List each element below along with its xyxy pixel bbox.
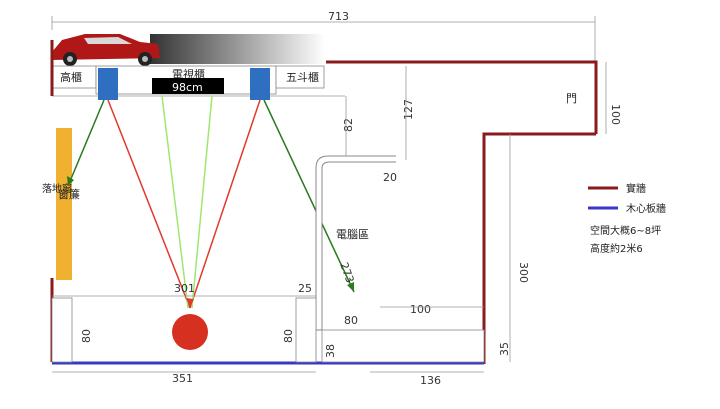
tv-cabinet-label: 電視櫃: [172, 67, 205, 81]
legend-wood-wall: 木心板牆: [626, 202, 666, 215]
legend-note-space: 空間大概6~8坪: [590, 224, 661, 237]
dimension-labels: 100 127 82 20 300 100 80 80 80 351 136 3…: [52, 62, 622, 387]
dimension-351: 351: [172, 372, 193, 385]
sound-rays: [67, 95, 355, 309]
dimension-38: 38: [324, 344, 337, 358]
desks: [51, 295, 485, 363]
dimension-82: 82: [342, 118, 355, 132]
dimension-136: 136: [420, 374, 441, 387]
dimension-273: 273: [337, 261, 356, 285]
cabinet-row: 高櫃 電視櫃 五斗櫃 98cm: [51, 65, 345, 97]
dimension-301: 301: [174, 282, 195, 295]
door-label: 門: [566, 92, 577, 105]
dimension-300: 300: [517, 262, 530, 283]
window-area: 窗簾 落地窗: [42, 128, 80, 280]
computer-area-label: 電腦區: [336, 227, 369, 241]
dimension-20: 20: [383, 171, 397, 184]
dimension-100-desk: 100: [410, 303, 431, 316]
window-curtain-label: 窗簾: [58, 187, 80, 201]
window-curtain: [56, 128, 72, 280]
dimension-80-left: 80: [80, 329, 93, 343]
tv-size-label: 98cm: [172, 81, 203, 94]
computer-area: 電腦區: [315, 155, 396, 331]
dimension-80-desk: 80: [344, 314, 358, 327]
legend-note-height: 高度約2米6: [590, 242, 643, 255]
left-speaker: [98, 68, 118, 100]
chest-cabinet-label: 五斗櫃: [286, 70, 319, 84]
dimension-713: 713: [328, 10, 349, 23]
legend-solid-wall: 實牆: [626, 182, 646, 195]
window-side-label: 落地窗: [42, 182, 72, 195]
dimension-127: 127: [402, 99, 415, 120]
dimension-top: 713: [51, 10, 596, 64]
dimension-35: 35: [498, 342, 511, 356]
tv-screen: [152, 78, 224, 94]
dimension-100-right: 100: [609, 104, 622, 125]
car-icon: [52, 34, 325, 66]
right-speaker: [250, 68, 270, 100]
listener-seat: [172, 314, 208, 350]
dimension-80-middle: 80: [282, 329, 295, 343]
dimension-25: 25: [298, 282, 312, 295]
legend: 實牆 木心板牆 空間大概6~8坪 高度約2米6: [588, 182, 666, 255]
tall-cabinet-label: 高櫃: [60, 70, 82, 84]
chest-cabinet: [275, 65, 325, 89]
